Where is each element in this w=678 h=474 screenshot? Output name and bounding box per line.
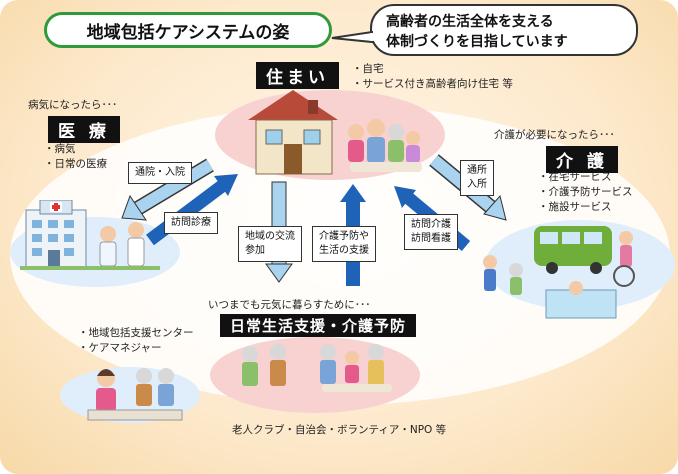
home-items: ・自宅 ・サービス付き高齢者向け住宅 等 [352,62,513,92]
arrow-label-line: 介護予防や [319,231,369,242]
arrow-label-hospital: 通院・入院 [128,162,192,184]
arrow-label-line: 訪問介護 [411,219,451,230]
arrow-hospital [121,158,214,221]
care-items: ・在宅サービス ・介護予防サービス ・施設サービス [538,170,633,215]
arrow-label-visit-exam: 訪問診療 [164,212,218,234]
house-illustration [248,90,422,175]
arrow-visit-exam [146,174,238,246]
arrow-label-community: 地域の交流 参加 [238,226,302,262]
page-title: 地域包括ケアシステムの姿 [44,12,332,48]
goal-line-2: 体制づくりを目指しています [386,34,568,50]
arrow-label-prevention: 介護予防や 生活の支援 [312,226,376,262]
home-item: ・サービス付き高齢者向け住宅 等 [352,78,513,90]
center-item: ・ケアマネジャー [78,342,162,354]
care-lead: 介護が必要になったら･･･ [494,129,615,141]
support-oval [210,337,420,413]
arrow-label-line: 入所 [467,179,487,190]
support-footer: 老人クラブ・自治会・ボランティア・NPO 等 [232,424,447,436]
home-item: ・自宅 [352,63,384,75]
support-lead: いつまでも元気に暮らすために･･･ [208,299,371,311]
care-item: ・在宅サービス [538,171,612,183]
arrow-label-line: 参加 [245,245,265,256]
medical-label: 医 療 [48,116,120,143]
consultation-illustration [87,368,183,421]
hospital-illustration [20,200,160,270]
medical-item: ・日常の医療 [44,158,107,170]
support-label: 日常生活支援・介護予防 [220,314,417,337]
community-illustration [242,344,392,392]
medical-item: ・病気 [44,143,76,155]
arrow-label-facility: 通所 入所 [460,160,494,196]
care-facility-illustration [483,226,635,319]
arrow-label-line: 通所 [467,165,487,176]
care-label: 介 護 [546,146,618,173]
goal-bubble: 高齢者の生活全体を支える 体制づくりを目指しています [370,4,638,56]
home-label: 住まい [256,62,339,89]
care-item: ・介護予防サービス [538,186,633,198]
arrow-label-line: 訪問看護 [411,233,451,244]
center-items: ・地域包括支援センター ・ケアマネジャー [78,326,194,356]
center-item: ・地域包括支援センター [78,327,194,339]
arrow-label-line: 地域の交流 [245,231,295,242]
medical-lead: 病気になったら･･･ [28,99,118,111]
arrow-label-visit-care: 訪問介護 訪問看護 [404,214,458,250]
medical-items: ・病気 ・日常の医療 [44,142,107,172]
bubble-tail [331,30,374,44]
arrow-label-line: 生活の支援 [319,245,369,256]
goal-line-1: 高齢者の生活全体を支える [386,14,554,30]
care-item: ・施設サービス [538,201,612,213]
